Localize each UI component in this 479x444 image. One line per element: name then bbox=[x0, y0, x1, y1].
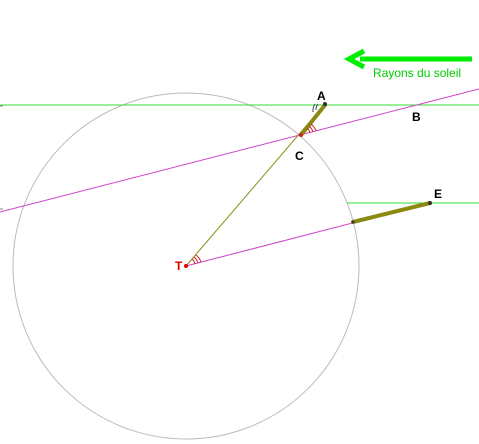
angle-mark-a bbox=[312, 103, 319, 113]
earth-circle bbox=[12, 92, 360, 440]
point-e-inner-dot bbox=[351, 220, 355, 224]
label-b: B bbox=[412, 110, 421, 124]
point-e-dot bbox=[428, 201, 432, 205]
point-c-dot bbox=[299, 133, 303, 137]
sun-rays-label: Rayons du soleil bbox=[373, 66, 461, 80]
magenta-line-through-c-b bbox=[0, 88, 479, 213]
label-a: A bbox=[317, 89, 326, 103]
point-t-dot bbox=[184, 264, 188, 268]
angle-mark-c bbox=[306, 123, 317, 134]
sun-rays-arrow-icon bbox=[343, 48, 472, 70]
gnomon-segment-c-a bbox=[299, 103, 327, 137]
angle-mark-t bbox=[191, 254, 202, 265]
label-c: C bbox=[295, 149, 304, 163]
point-a-dot bbox=[323, 102, 327, 106]
label-e: E bbox=[434, 187, 442, 201]
label-t: T bbox=[175, 259, 183, 273]
gnomon-segment-e bbox=[351, 201, 432, 224]
